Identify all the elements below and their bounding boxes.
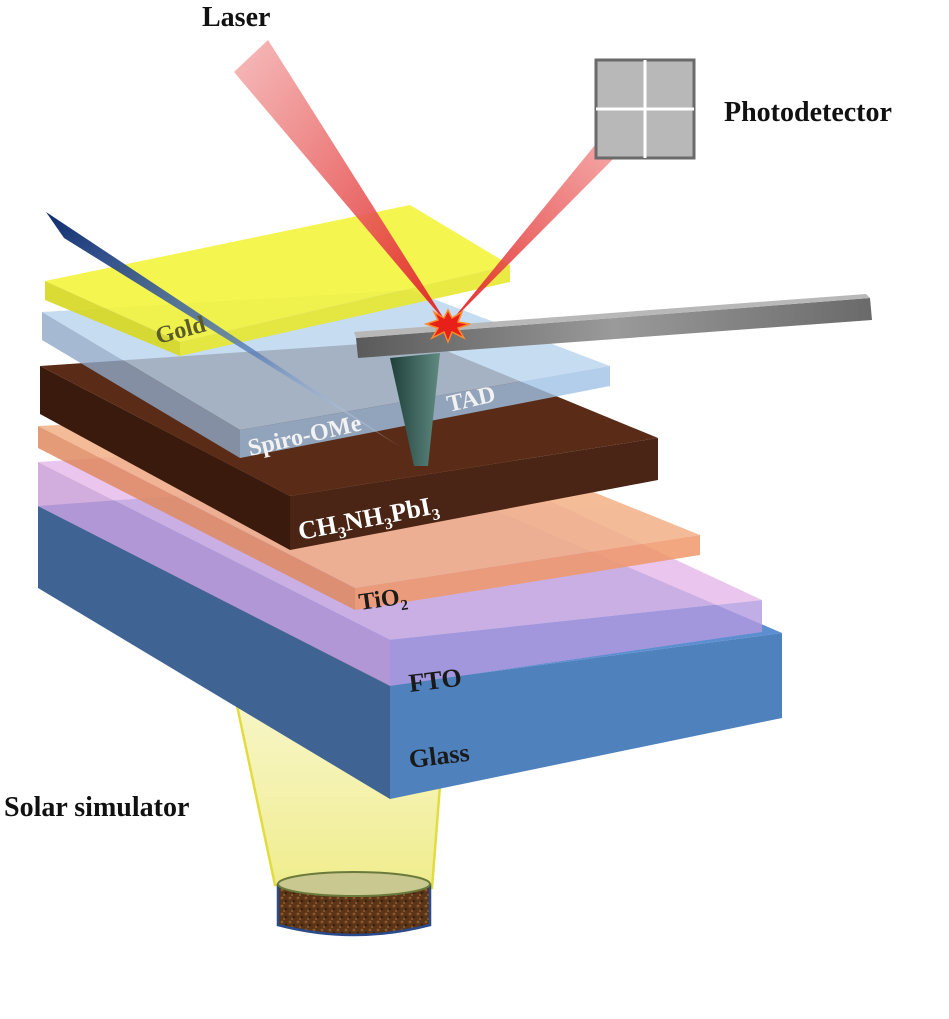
- lamp-housing: [276, 883, 432, 937]
- afm-tip: [390, 353, 440, 466]
- laser-label: Laser: [202, 2, 270, 33]
- laser-spot-icon: [423, 308, 471, 345]
- fto-label: FTO: [407, 663, 463, 698]
- incident-laser-beam: [234, 40, 448, 325]
- photodetector-label: Photodetector: [724, 97, 892, 128]
- reflected-laser-beam: [448, 112, 640, 325]
- lamp-top: [277, 871, 431, 897]
- probe-beam: [46, 212, 402, 448]
- solar-simulator-label: Solar simulator: [4, 792, 189, 823]
- afm-cantilever: [354, 294, 872, 466]
- tio2-label: TiO2: [357, 583, 409, 619]
- photodetector-icon: [594, 58, 696, 160]
